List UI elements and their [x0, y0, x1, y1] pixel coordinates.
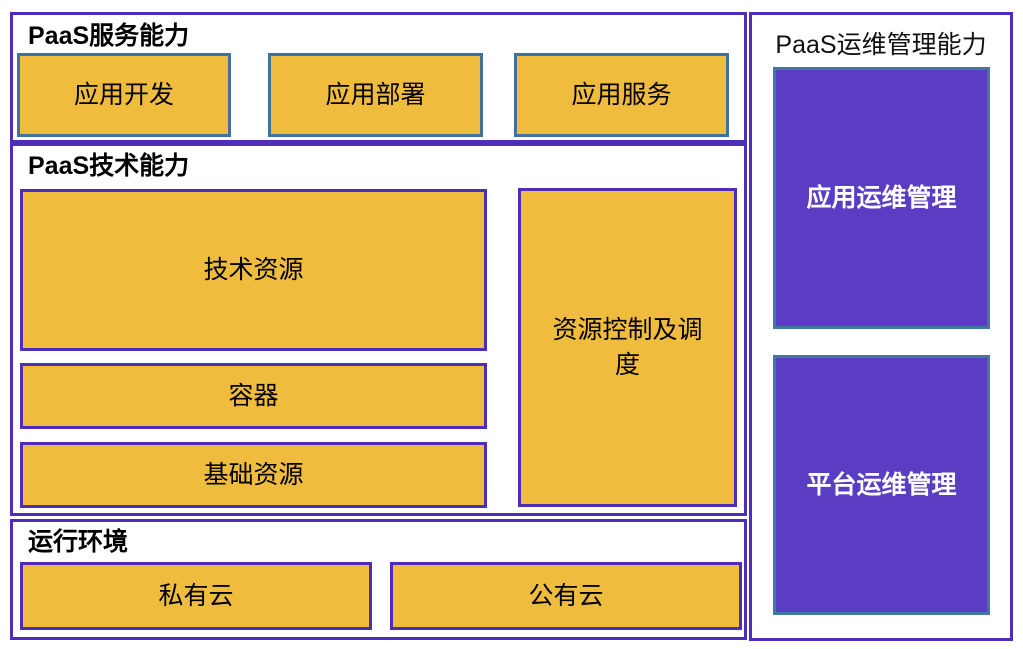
- box-app-service-label: 应用服务: [571, 80, 672, 109]
- box-app-development-label: 应用开发: [73, 80, 174, 109]
- paas-technical-title: PaaS技术能力: [28, 152, 190, 180]
- box-private-cloud: 私有云: [20, 562, 372, 630]
- runtime-environment-title: 运行环境: [28, 528, 129, 556]
- box-platform-om-management-label: 平台运维管理: [806, 470, 957, 499]
- box-app-deployment-label: 应用部署: [325, 80, 426, 109]
- box-private-cloud-label: 私有云: [158, 581, 234, 610]
- box-platform-om-management: 平台运维管理: [773, 355, 990, 615]
- section-paas-om-management: PaaS运维管理能力 应用运维管理 平台运维管理: [749, 12, 1013, 641]
- box-resource-control-scheduling: 资源控制及调度: [518, 188, 737, 507]
- box-app-deployment: 应用部署: [268, 53, 483, 137]
- paas-service-title: PaaS服务能力: [28, 22, 190, 50]
- box-containers-label: 容器: [228, 381, 279, 410]
- box-basic-resources: 基础资源: [20, 442, 487, 508]
- box-public-cloud: 公有云: [390, 562, 742, 630]
- box-resource-control-scheduling-label: 资源控制及调度: [552, 315, 703, 379]
- box-app-om-management-label: 应用运维管理: [806, 183, 957, 212]
- box-public-cloud-label: 公有云: [528, 581, 604, 610]
- box-app-service: 应用服务: [514, 53, 729, 137]
- section-runtime-environment: 运行环境 私有云 公有云: [10, 519, 747, 640]
- box-containers: 容器: [20, 363, 487, 429]
- box-technical-resources: 技术资源: [20, 189, 487, 351]
- box-technical-resources-label: 技术资源: [203, 255, 304, 284]
- box-basic-resources-label: 基础资源: [203, 460, 304, 489]
- section-paas-service: PaaS服务能力 应用开发 应用部署 应用服务: [10, 12, 747, 143]
- box-app-development: 应用开发: [17, 53, 231, 137]
- box-app-om-management: 应用运维管理: [773, 67, 990, 329]
- paas-om-management-title: PaaS运维管理能力: [775, 31, 987, 59]
- section-paas-technical: PaaS技术能力 技术资源 容器 基础资源 资源控制及调度: [10, 143, 747, 516]
